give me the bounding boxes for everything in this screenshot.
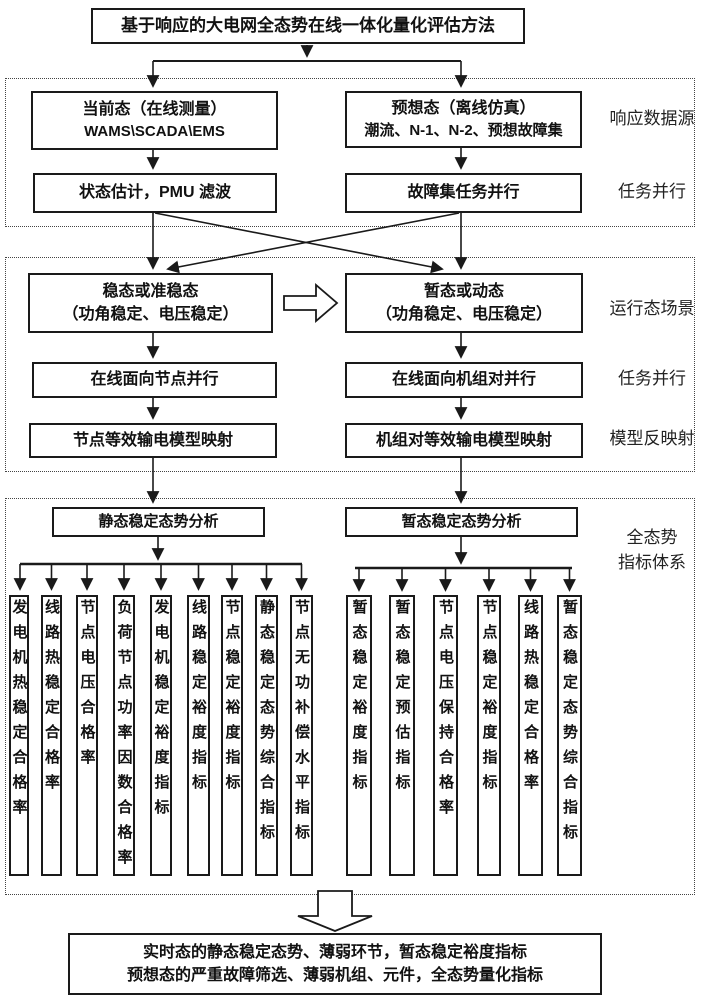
unit-parallel-label: 在线面向机组对并行 [391,371,536,389]
fault-set-parallel-label: 故障集任务并行 [407,184,520,202]
transient-state-line1: 暂态或动态 [423,282,504,300]
state-estimation-label: 状态估计，PMU 滤波 [78,184,231,202]
static-indicator-column: 发电机稳定裕度指标 [150,595,172,876]
title-box: 基于响应的大电网全态势在线一体化量化评估方法 [91,8,525,44]
unit-model-label: 机组对等效输电模型映射 [375,431,552,449]
static-indicator-column: 发电机热稳定合格率 [9,595,29,876]
result-line1: 实时态的静态稳定态势、薄弱环节，暂态稳定裕度指标 [142,943,527,961]
fault-set-parallel-box: 故障集任务并行 [345,173,582,213]
transient-analysis-box: 暂态稳定态势分析 [345,507,578,537]
transient-indicator-column: 暂态稳定预估指标 [389,595,415,876]
unit-model-box: 机组对等效输电模型映射 [345,423,583,458]
current-state-box: 当前态（在线测量） WAMS\SCADA\EMS [31,91,278,150]
label-operating-scenario: 运行态场景 [609,299,695,318]
transient-indicator-column: 暂态稳定态势综合指标 [557,595,582,876]
transient-indicator-column: 暂态稳定裕度指标 [346,595,372,876]
label-task-parallel-2: 任务并行 [618,369,686,388]
label-model-back-mapping: 模型反映射 [609,429,695,448]
static-indicator-column: 静态稳定态势综合指标 [255,595,278,876]
label-indicator-system: 全态势 指标体系 [602,525,702,575]
transient-analysis-label: 暂态稳定态势分析 [401,513,522,531]
steady-state-line2: （功角稳定、电压稳定） [62,306,239,323]
transient-state-line2: （功角稳定、电压稳定） [375,306,552,323]
node-parallel-label: 在线面向节点并行 [90,371,219,389]
static-indicator-column: 节点无功补偿水平指标 [290,595,313,876]
static-indicator-column: 节点电压合格率 [76,595,98,876]
label-response-data-source: 响应数据源 [609,109,695,128]
expected-state-box: 预想态（离线仿真） 潮流、N-1、N-2、预想故障集 [345,91,582,148]
node-model-box: 节点等效输电模型映射 [29,423,277,458]
static-indicator-column: 负荷节点功率因数合格率 [113,595,135,876]
transient-indicator-column: 节点稳定裕度指标 [477,595,501,876]
steady-state-box: 稳态或准稳态 （功角稳定、电压稳定） [28,273,273,333]
transient-indicator-column: 节点电压保持合格率 [433,595,458,876]
static-indicator-column: 线路稳定裕度指标 [187,595,210,876]
static-analysis-box: 静态稳定态势分析 [52,507,265,537]
result-box: 实时态的静态稳定态势、薄弱环节，暂态稳定裕度指标 预想态的严重故障筛选、薄弱机组… [68,933,602,995]
hollow-arrow-down-icon [297,890,373,932]
static-indicator-column: 线路热稳定合格率 [41,595,62,876]
expected-state-line2: 潮流、N-1、N-2、预想故障集 [364,122,563,140]
steady-state-line1: 稳态或准稳态 [102,282,199,300]
transient-indicator-column: 线路热稳定合格率 [518,595,543,876]
page-title: 基于响应的大电网全态势在线一体化量化评估方法 [121,15,495,35]
state-estimation-box: 状态估计，PMU 滤波 [33,173,277,213]
unit-parallel-box: 在线面向机组对并行 [345,362,583,398]
result-line2: 预想态的严重故障筛选、薄弱机组、元件，全态势量化指标 [126,967,543,984]
static-indicator-column: 节点稳定裕度指标 [221,595,243,876]
label-indicator-system-line2: 指标体系 [618,553,686,572]
transient-state-box: 暂态或动态 （功角稳定、电压稳定） [345,273,583,333]
static-analysis-label: 静态稳定态势分析 [98,513,219,531]
node-model-label: 节点等效输电模型映射 [72,431,233,449]
label-indicator-system-line1: 全态势 [626,528,678,547]
label-task-parallel-1: 任务并行 [618,182,686,201]
current-state-line2: WAMS\SCADA\EMS [84,123,225,141]
node-parallel-box: 在线面向节点并行 [32,362,277,398]
current-state-line1: 当前态（在线测量） [82,101,227,119]
expected-state-line1: 预想态（离线仿真） [391,100,536,118]
